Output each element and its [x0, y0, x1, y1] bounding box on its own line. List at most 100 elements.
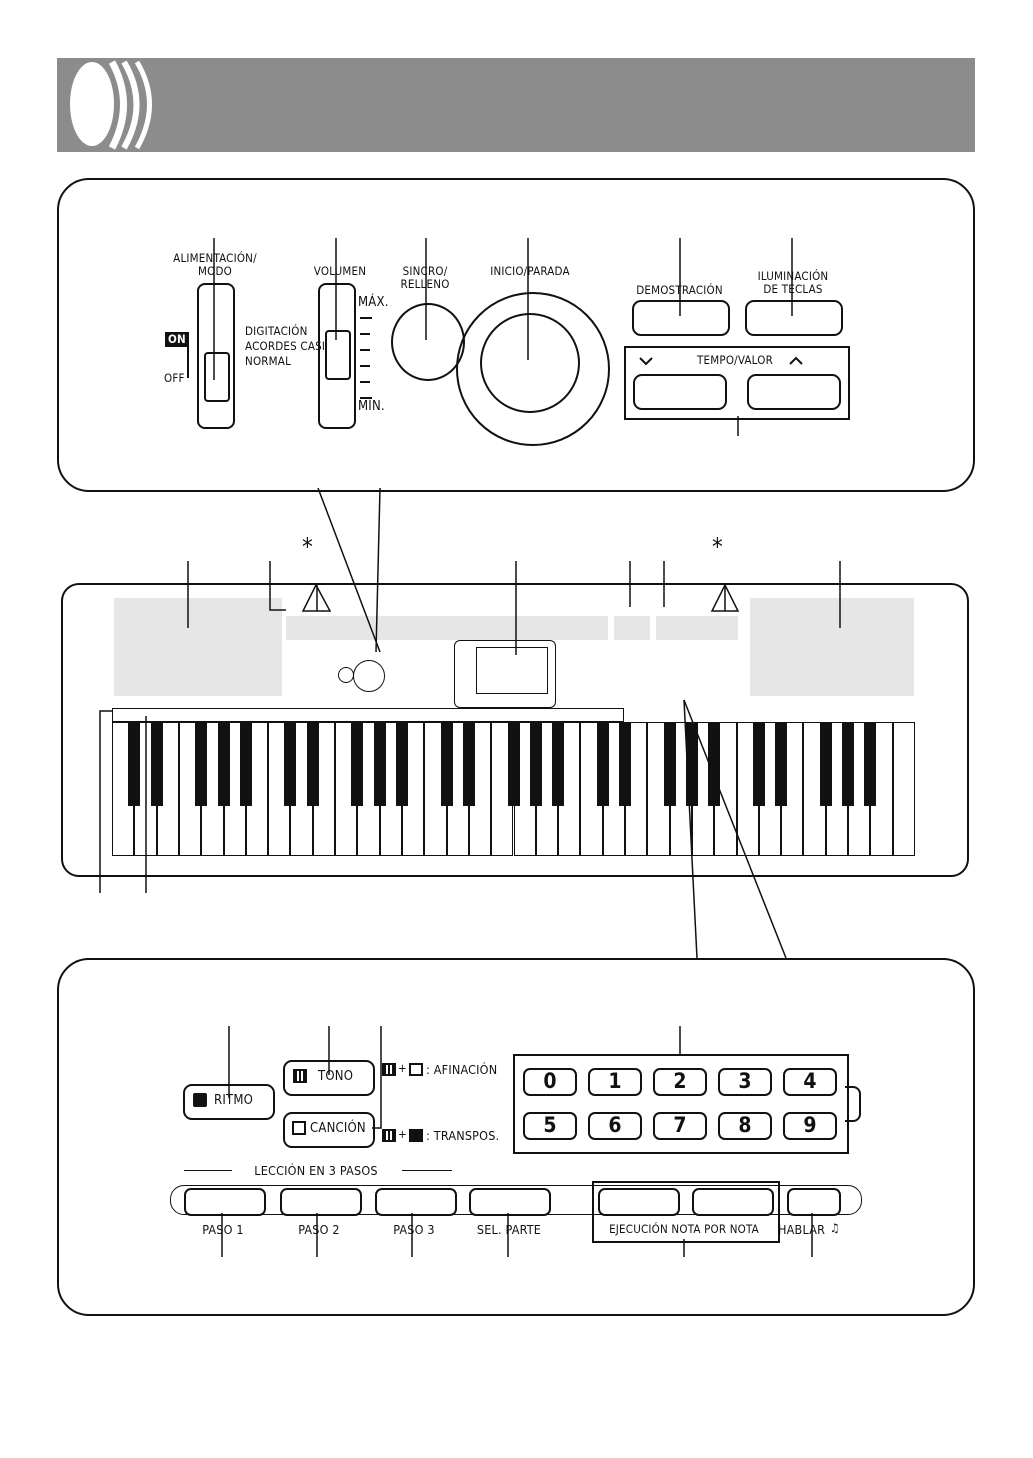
part-select-button[interactable] — [469, 1188, 551, 1216]
black-key[interactable] — [195, 722, 208, 806]
step3-label: PASO 3 — [393, 1222, 435, 1237]
black-key[interactable] — [775, 722, 788, 806]
black-key[interactable] — [842, 722, 855, 806]
black-key[interactable] — [239, 722, 252, 806]
number-key-3[interactable]: 3 — [718, 1068, 772, 1096]
power-mode-slider-knob[interactable] — [204, 352, 230, 402]
talk-button[interactable] — [787, 1188, 841, 1216]
number-key-0[interactable]: 0 — [523, 1068, 577, 1096]
rhythm-label: RITMO — [214, 1093, 254, 1108]
start-stop-button[interactable] — [480, 313, 580, 413]
start-stop-label: INICIO/PARADA — [490, 264, 570, 278]
number-key-1[interactable]: 1 — [588, 1068, 642, 1096]
song-label: CANCIÓN — [310, 1121, 366, 1136]
mode-digitacion: DIGITACIÓN — [245, 324, 308, 338]
step1-button[interactable] — [184, 1188, 266, 1216]
headphone-icon: ♫ — [830, 1221, 840, 1235]
sync-fill-button[interactable] — [391, 303, 465, 381]
note-by-note-left-button[interactable] — [598, 1188, 680, 1216]
note-by-note-label: EJECUCIÓN NOTA POR NOTA — [609, 1222, 759, 1236]
speaker-left — [114, 598, 282, 696]
black-key[interactable] — [440, 722, 453, 806]
tone-song-icon-1 — [382, 1063, 396, 1076]
black-key[interactable] — [351, 722, 364, 806]
volume-slider[interactable] — [318, 283, 356, 429]
part-select-label: SEL. PARTE — [476, 1222, 542, 1237]
volume-max-label: MÁX. — [358, 295, 389, 310]
tone-label: TONO — [318, 1069, 354, 1084]
step2-button[interactable] — [280, 1188, 362, 1216]
song-bank-strip — [286, 616, 608, 640]
black-key[interactable] — [663, 722, 676, 806]
rhythm-icon-2 — [409, 1129, 423, 1142]
black-key[interactable] — [395, 722, 408, 806]
black-key[interactable] — [752, 722, 765, 806]
volume-min-label: MÍN. — [358, 399, 385, 414]
number-key-5[interactable]: 5 — [523, 1112, 577, 1140]
black-key[interactable] — [552, 722, 565, 806]
black-key[interactable] — [529, 722, 542, 806]
volume-slider-knob[interactable] — [325, 330, 351, 380]
number-key-6[interactable]: 6 — [588, 1112, 642, 1140]
black-key[interactable] — [507, 722, 520, 806]
power-mode-slider[interactable] — [197, 283, 235, 429]
lesson-rule-left — [184, 1170, 232, 1171]
demo-label: DEMOSTRACIÓN — [636, 283, 723, 297]
number-key-4[interactable]: 4 — [783, 1068, 837, 1096]
number-key-8[interactable]: 8 — [718, 1112, 772, 1140]
black-key[interactable] — [217, 722, 230, 806]
number-key-7[interactable]: 7 — [653, 1112, 707, 1140]
asterisk-left: * — [302, 533, 313, 561]
black-key[interactable] — [596, 722, 609, 806]
tone-list-strip — [656, 616, 738, 640]
black-key[interactable] — [150, 722, 163, 806]
tempo-up-button[interactable] — [747, 374, 841, 410]
black-key[interactable] — [306, 722, 319, 806]
plus-sign-2: + — [398, 1127, 407, 1141]
panel-strip — [112, 708, 624, 722]
song-icon — [292, 1121, 306, 1135]
black-key[interactable] — [619, 722, 632, 806]
black-key[interactable] — [864, 722, 877, 806]
number-key-9[interactable]: 9 — [783, 1112, 837, 1140]
mini-sync — [338, 667, 354, 683]
note-by-note-frame — [592, 1181, 780, 1243]
key-light-button[interactable] — [745, 300, 843, 336]
black-key[interactable] — [462, 722, 475, 806]
plus-sign-1: + — [398, 1061, 407, 1075]
sync-label-2: RELLENO — [400, 277, 450, 291]
mode-normal: NORMAL — [245, 354, 292, 368]
section-header-bar — [57, 58, 975, 152]
note-by-note-right-button[interactable] — [692, 1188, 774, 1216]
black-key[interactable] — [708, 722, 721, 806]
on-label: ON — [165, 332, 189, 347]
number-pad-bracket — [845, 1086, 861, 1122]
number-key-2[interactable]: 2 — [653, 1068, 707, 1096]
black-key[interactable] — [128, 722, 141, 806]
lcd-screen — [476, 647, 548, 694]
power-mode-label-2: MODO — [198, 264, 232, 278]
tempo-group-frame — [624, 346, 850, 420]
key-light-label-1: ILUMINACIÓN — [757, 269, 829, 283]
rhythm-list-strip — [614, 616, 650, 640]
speaker-right — [750, 598, 914, 696]
tempo-down-button[interactable] — [633, 374, 727, 410]
mini-start-stop — [353, 660, 385, 692]
number-pad-frame — [513, 1054, 849, 1154]
black-key[interactable] — [284, 722, 297, 806]
tone-rhythm-icon-1 — [382, 1129, 396, 1142]
black-key[interactable] — [819, 722, 832, 806]
step3-button[interactable] — [375, 1188, 457, 1216]
lesson-title: LECCIÓN EN 3 PASOS — [254, 1163, 378, 1178]
tuning-label: : AFINACIÓN — [426, 1062, 498, 1077]
song-icon-2 — [409, 1063, 423, 1076]
black-key[interactable] — [373, 722, 386, 806]
white-key[interactable] — [892, 722, 915, 856]
transpose-label: : TRANSPOS. — [426, 1128, 500, 1143]
start-stop-ring — [456, 292, 610, 446]
demo-button[interactable] — [632, 300, 730, 336]
tempo-label: TEMPO/VALOR — [697, 353, 773, 367]
song-button[interactable] — [283, 1112, 375, 1148]
black-key[interactable] — [685, 722, 698, 806]
volume-label: VOLUMEN — [313, 264, 367, 278]
